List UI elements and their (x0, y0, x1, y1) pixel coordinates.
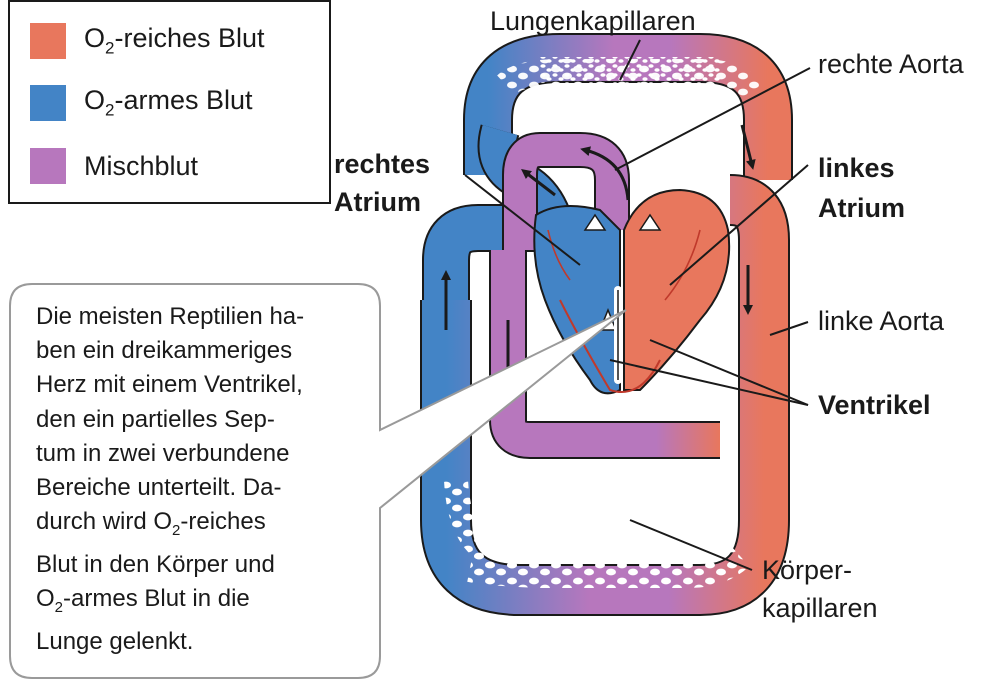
label-left-aorta: linke Aorta (818, 306, 945, 336)
arrow-pulmonary-flow (521, 168, 556, 197)
arrow-down-lung-return (740, 124, 756, 170)
legend-item-oxygen-poor: O2-armes Blut (30, 83, 253, 123)
label-body-capillaries-line1: Körper- (762, 555, 853, 585)
leader-lines (464, 39, 811, 571)
label-right-atrium-line1: rechtes (334, 149, 431, 179)
heart (533, 188, 731, 395)
callout-line: tum in zwei verbundene (36, 439, 290, 467)
left-atrium-shape (623, 188, 731, 391)
callout-line: Die meisten Reptilien ha- (36, 303, 305, 330)
legend-label-oxygen-poor: O2-armes Blut (84, 85, 253, 120)
legend-item-oxygen-rich: O2-reiches Blut (30, 21, 265, 61)
label-right-aorta: rechte Aorta (818, 49, 964, 79)
callout-text: Die meisten Reptilien ha- ben ein dreika… (36, 300, 362, 660)
flow-arrows (441, 124, 756, 385)
legend-item-mixed: Mischblut (30, 146, 198, 186)
label-left-atrium-line1: linkes (818, 153, 895, 183)
callout-box (9, 283, 627, 679)
body-capillary-cells (467, 545, 750, 588)
callout-line: Herz mit einem Ventrikel, (36, 371, 303, 399)
arrow-right-aorta-flow (580, 146, 630, 201)
legend-label-oxygen-rich: O2-reiches Blut (84, 23, 265, 58)
label-body-capillaries-line2: kapillaren (762, 593, 878, 623)
legend-swatch-oxygen-poor (30, 85, 66, 121)
callout-line: Lunge gelenkt. (36, 628, 194, 656)
callout-line: O2-armes Blut in die (36, 585, 250, 617)
callout-line: durch wird O2-reiches (36, 508, 266, 540)
right-aorta-vessel (502, 132, 630, 250)
legend-swatch-oxygen-rich (30, 23, 66, 59)
callout-line: Blut in den Körper und (36, 551, 275, 579)
body-circuit (420, 174, 790, 616)
legend-label-mixed: Mischblut (84, 150, 199, 181)
lung-circuit (463, 33, 793, 180)
label-lung-capillaries: Lungenkapillaren (490, 6, 696, 36)
callout-line: den ein partielles Sep- (36, 405, 275, 433)
legend: O2-reiches Blut O2-armes Blut Mischblut (8, 0, 331, 204)
label-left-atrium-line2: Atrium (818, 193, 905, 223)
callout-line: ben ein dreikammeriges (36, 337, 293, 365)
legend-swatch-mixed (30, 148, 66, 184)
mixed-blood-vessel (489, 250, 720, 459)
label-ventricle: Ventrikel (818, 390, 931, 420)
label-right-atrium-line2: Atrium (334, 187, 421, 217)
callout-line: Bereiche unterteilt. Da- (36, 474, 282, 502)
